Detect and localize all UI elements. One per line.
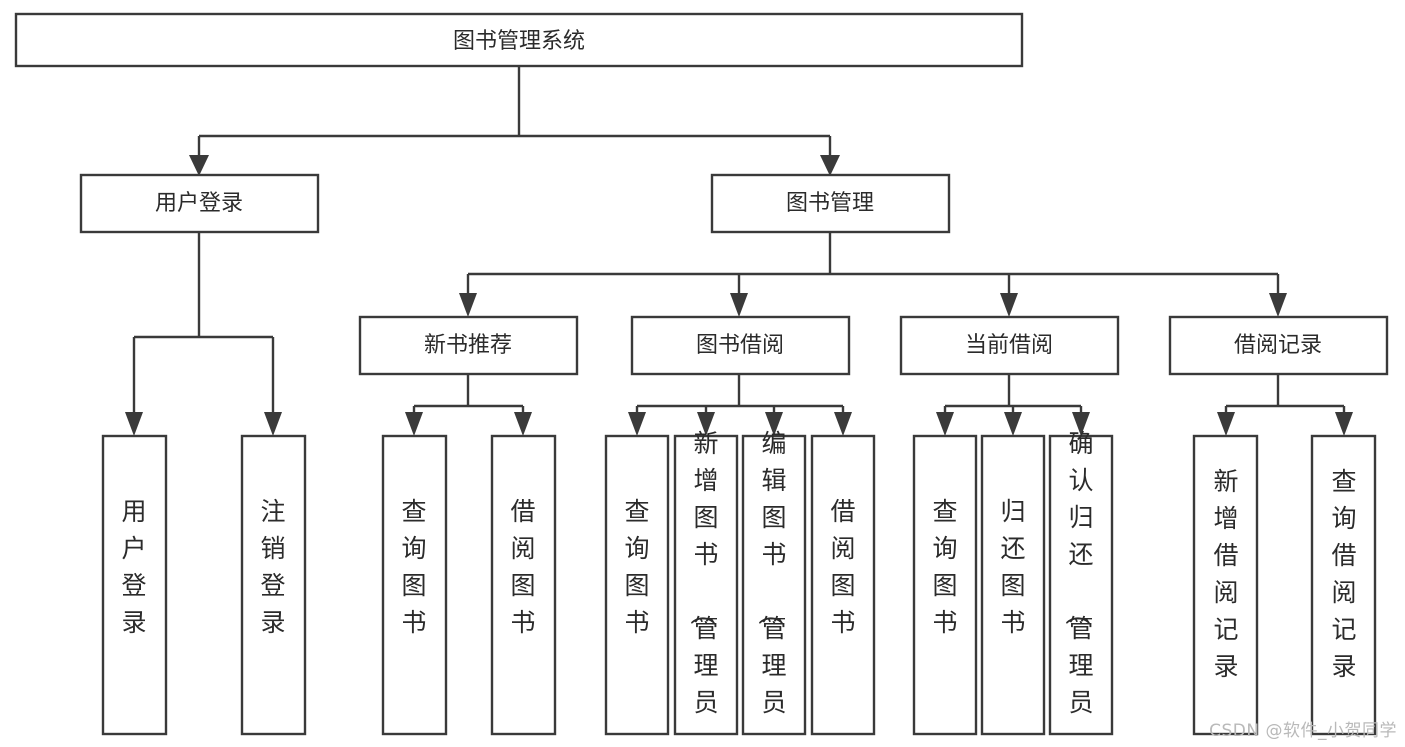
node-user-login-box (79, 173, 320, 234)
leaf-query-book-1[interactable]: 查询图书 (381, 434, 448, 736)
leaf-logout[interactable]: 注销登录 (240, 434, 307, 736)
node-current-borrow[interactable]: 当前借阅 (899, 315, 1120, 376)
leaf-query-borrow-record-label: 查询借阅记录 (1331, 467, 1356, 681)
leaf-return-book[interactable]: 归还图书 (980, 434, 1046, 736)
arrow-head-current-borrow-leaf-2 (1004, 412, 1022, 436)
arrow-head-book-mgmt-to-new-book (459, 293, 477, 317)
arrow-head-book-mgmt-to-record (1269, 293, 1287, 317)
leaf-user-login[interactable]: 用户登录 (101, 434, 168, 736)
connector-group-root (189, 66, 840, 176)
connector-group-user-login (125, 232, 282, 436)
leaf-query-book-1-box (381, 434, 448, 736)
arrow-head-book-borrow-leaf-4 (834, 412, 852, 436)
leaf-borrow-book-1-box (490, 434, 557, 736)
arrow-head-root-to-book-mgmt (820, 155, 840, 176)
leaf-edit-book-admin[interactable]: 编辑图书（管理员） (741, 429, 807, 747)
node-borrow-record-label: 借阅记录 (1234, 333, 1322, 358)
node-book-management-box (710, 173, 951, 234)
leaf-query-book-3[interactable]: 查询图书 (912, 434, 978, 736)
leaf-add-book-admin-box (673, 434, 739, 736)
leaf-query-book-3-box (912, 434, 978, 736)
leaf-logout-label: 注销登录 (260, 497, 285, 637)
node-current-borrow-box (899, 315, 1120, 376)
leaf-borrow-book-2[interactable]: 借阅图书 (810, 434, 876, 736)
leaf-return-book-box (980, 434, 1046, 736)
leaf-borrow-book-1[interactable]: 借阅图书 (490, 434, 557, 736)
leaf-borrow-book-2-box (810, 434, 876, 736)
node-book-borrow-label: 图书借阅 (696, 333, 784, 358)
connector-group-book-borrow (628, 374, 852, 436)
node-book-borrow[interactable]: 图书借阅 (630, 315, 851, 376)
leaf-confirm-return-admin-label: 确认归还（管理员） (1062, 429, 1093, 747)
node-root-system[interactable]: 图书管理系统 (14, 12, 1024, 68)
node-user-login[interactable]: 用户登录 (79, 173, 320, 234)
arrow-head-book-borrow-leaf-2 (697, 412, 715, 436)
arrow-head-current-borrow-leaf-1 (936, 412, 954, 436)
arrow-head-borrow-record-leaf-1 (1217, 412, 1235, 436)
leaf-query-borrow-record-box (1310, 434, 1377, 736)
leaf-add-book-admin[interactable]: 新增图书（管理员） (673, 429, 739, 747)
leaf-query-book-2-box (604, 434, 670, 736)
leaf-edit-book-admin-box (741, 434, 807, 736)
node-current-borrow-label: 当前借阅 (965, 333, 1053, 358)
leaf-query-book-2[interactable]: 查询图书 (604, 434, 670, 736)
node-new-book-recommend-label: 新书推荐 (424, 333, 512, 358)
node-book-borrow-box (630, 315, 851, 376)
node-root-system-box (14, 12, 1024, 68)
leaf-user-login-box (101, 434, 168, 736)
node-borrow-record[interactable]: 借阅记录 (1168, 315, 1389, 376)
leaf-query-book-2-label: 查询图书 (624, 497, 649, 637)
node-borrow-record-box (1168, 315, 1389, 376)
leaf-add-borrow-record[interactable]: 新增借阅记录 (1192, 434, 1259, 736)
leaf-edit-book-admin-label: 编辑图书（管理员） (755, 429, 786, 747)
arrow-head-book-borrow-leaf-1 (628, 412, 646, 436)
node-root-system-label: 图书管理系统 (453, 29, 585, 54)
leaf-confirm-return-admin-box (1048, 434, 1114, 736)
arrow-head-new-book-leaf-2 (514, 412, 532, 436)
leaf-user-login-label: 用户登录 (121, 497, 146, 637)
connector-group-new-book (405, 374, 532, 436)
arrow-head-book-borrow-leaf-3 (765, 412, 783, 436)
leaf-borrow-book-2-label: 借阅图书 (830, 497, 855, 637)
arrow-head-current-borrow-leaf-3 (1072, 412, 1090, 436)
leaf-add-borrow-record-label: 新增借阅记录 (1213, 467, 1238, 681)
leaf-add-borrow-record-box (1192, 434, 1259, 736)
node-new-book-recommend[interactable]: 新书推荐 (358, 315, 579, 376)
leaf-query-book-1-label: 查询图书 (401, 497, 426, 637)
leaf-borrow-book-1-label: 借阅图书 (510, 497, 535, 637)
leaf-query-borrow-record[interactable]: 查询借阅记录 (1310, 434, 1377, 736)
arrow-head-new-book-leaf-1 (405, 412, 423, 436)
arrow-head-book-mgmt-to-current (1000, 293, 1018, 317)
node-book-management-label: 图书管理 (786, 191, 874, 216)
node-book-management[interactable]: 图书管理 (710, 173, 951, 234)
leaf-confirm-return-admin[interactable]: 确认归还（管理员） (1048, 429, 1114, 747)
node-user-login-label: 用户登录 (155, 191, 243, 216)
leaf-logout-box (240, 434, 307, 736)
connector-group-book-mgmt (459, 232, 1287, 317)
arrow-head-user-login-leaf-1 (125, 412, 143, 436)
node-new-book-recommend-box (358, 315, 579, 376)
leaf-return-book-label: 归还图书 (1000, 497, 1025, 637)
arrow-head-user-login-leaf-2 (264, 412, 282, 436)
arrow-head-borrow-record-leaf-2 (1335, 412, 1353, 436)
arrow-head-book-mgmt-to-borrow (730, 293, 748, 317)
connector-group-borrow-record (1217, 374, 1353, 436)
leaf-query-book-3-label: 查询图书 (932, 497, 957, 637)
arrow-head-root-to-user-login (189, 155, 209, 176)
leaf-add-book-admin-label: 新增图书（管理员） (687, 429, 718, 747)
connector-group-current-borrow (936, 374, 1090, 436)
